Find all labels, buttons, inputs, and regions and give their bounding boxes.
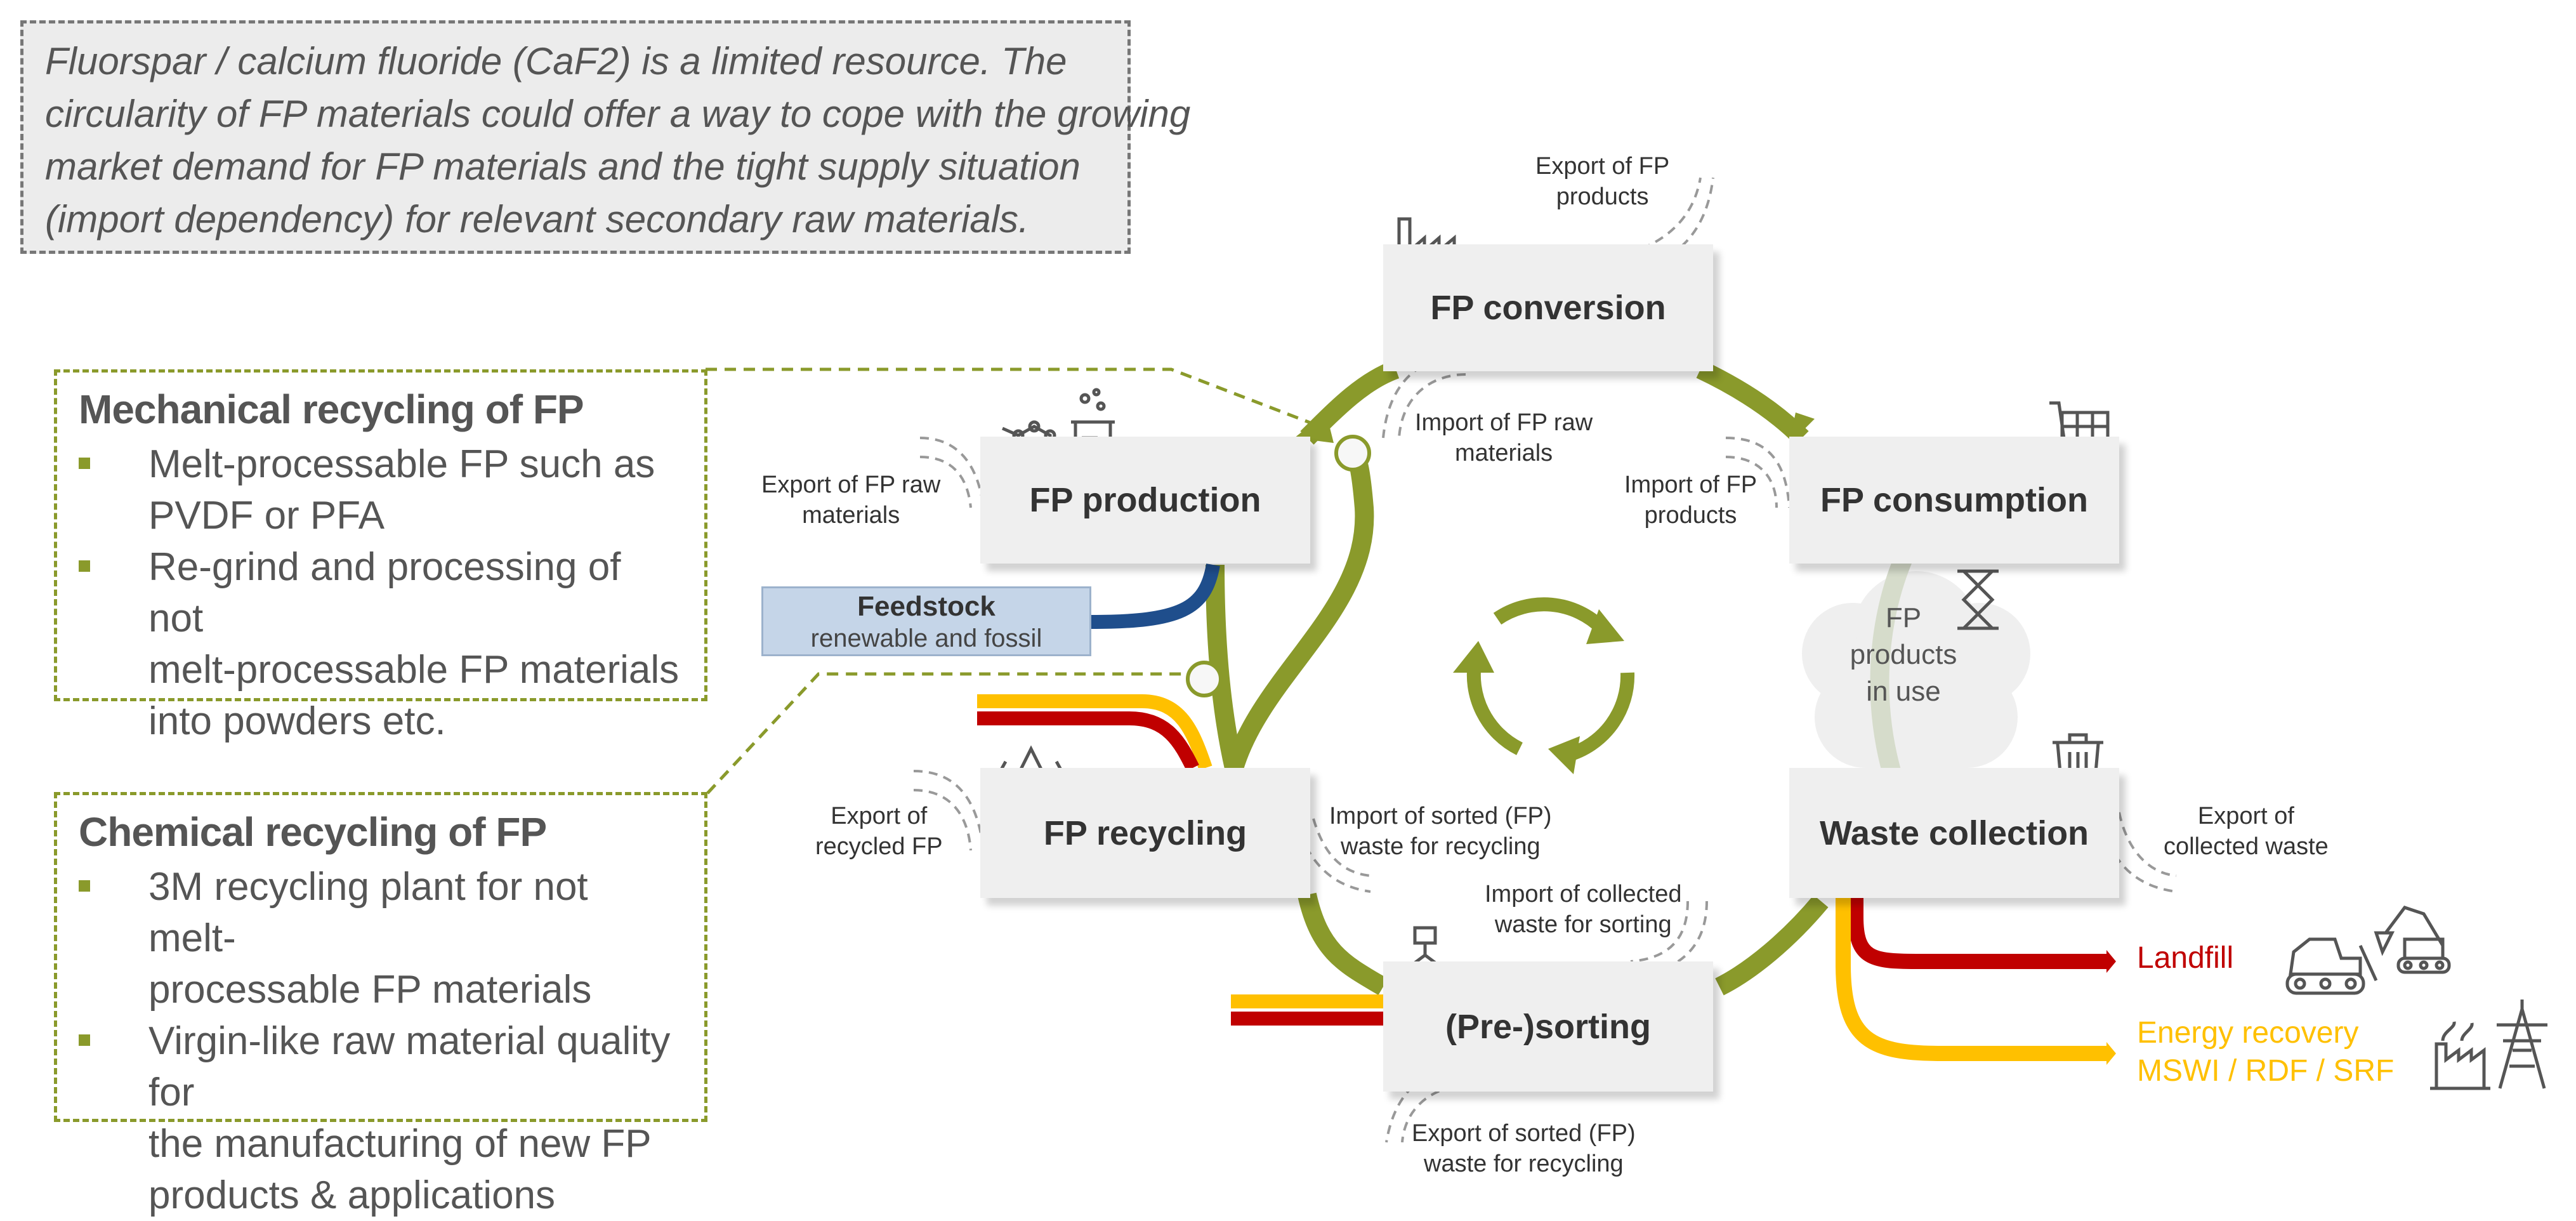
intro-note: Fluorspar / calcium fluoride (CaF2) is a… <box>20 20 1191 254</box>
list-item: Melt-processable FP such as PVDF or PFA <box>79 439 683 541</box>
stage-fp-consumption: FP consumption <box>1789 437 2119 564</box>
junction-circle-lower <box>1186 661 1223 697</box>
bullet-icon <box>79 560 90 572</box>
stage-waste-collection: Waste collection <box>1789 768 2119 898</box>
energy-recovery-sublabel: MSWI / RDF / SRF <box>2137 1054 2395 1088</box>
in-use-label: FP products in use <box>1850 602 1957 707</box>
list-item: Virgin-like raw material quality for the… <box>79 1015 683 1221</box>
junction-circle-upper <box>1334 435 1371 472</box>
feedstock-subtitle: renewable and fossil <box>810 624 1042 652</box>
label-import-collected: Import of collected waste for sorting <box>1485 881 1682 938</box>
stage-label: FP production <box>1029 481 1261 519</box>
landfill-label: Landfill <box>2137 941 2234 975</box>
stage-fp-production: FP production <box>980 437 1310 564</box>
label-export-fp-products: Export of FP products <box>1535 153 1670 210</box>
feedstock-flow-line <box>1091 563 1220 629</box>
label-export-collected: Export of collected waste <box>2164 803 2329 860</box>
stage-label: (Pre-)sorting <box>1445 1007 1651 1046</box>
stage-fp-recycling: FP recycling <box>980 768 1310 898</box>
stage-label: FP recycling <box>1043 814 1247 852</box>
energy-flow-line <box>1836 898 2106 1061</box>
feedstock-title: Feedstock <box>857 591 996 622</box>
arrowhead-to-consumption <box>1789 412 1815 444</box>
power-plant-icon <box>2430 1021 2490 1090</box>
list-item: Re-grind and processing of not melt-proc… <box>79 541 683 747</box>
label-export-recycled: Export of recycled FP <box>815 803 943 860</box>
excavator-icon <box>2374 906 2451 974</box>
hourglass-icon <box>1957 569 1999 630</box>
mechanical-recycling-list: Melt-processable FP such as PVDF or PFA … <box>79 439 683 747</box>
stage-pre-sorting: (Pre-)sorting <box>1383 961 1713 1092</box>
chemical-recycling-title: Chemical recycling of FP <box>79 809 547 855</box>
energy-recovery-label: Energy recovery <box>2137 1016 2359 1050</box>
feedstock-box: Feedstock renewable and fossil <box>761 586 1091 656</box>
in-use-cloud <box>1802 571 2030 800</box>
circular-arrows-icon <box>1466 597 1635 762</box>
cycle-recycling-production <box>1206 564 1244 770</box>
label-import-fp-products: Import of FP products <box>1624 472 1758 529</box>
chemical-recycling-box: Chemical recycling of FP 3M recycling pl… <box>54 792 707 1217</box>
stage-label: Waste collection <box>1819 814 2089 852</box>
mechanical-recycling-box: Mechanical recycling of FP Melt-processa… <box>54 369 707 743</box>
recycling-input-yellow <box>977 694 1212 770</box>
flow-diagram-graphics <box>706 177 2547 1143</box>
bulldozer-icon <box>2285 937 2378 995</box>
mechanical-recycling-title: Mechanical recycling of FP <box>79 386 584 432</box>
cycle-sorting-recycling <box>1298 892 1388 995</box>
bullet-icon <box>79 458 90 469</box>
mechanical-leader-line <box>706 367 1314 426</box>
cycle-waste-sorting <box>1715 895 1829 996</box>
label-import-sorted: Import of sorted (FP) waste for recyclin… <box>1329 803 1552 860</box>
recycling-input-red <box>977 711 1199 771</box>
pylon-icon <box>2497 1000 2547 1089</box>
arrowhead-to-conversion <box>1294 412 1334 443</box>
landfill-flow-line <box>1848 898 2106 969</box>
stage-label: FP consumption <box>1820 481 2088 519</box>
label-import-fp-raw: Import of FP raw materials <box>1415 409 1593 466</box>
chemical-leader-line <box>706 672 1186 795</box>
cycle-conversion-consumption <box>1696 360 1809 445</box>
label-export-fp-raw: Export of FP raw materials <box>761 472 941 529</box>
stage-label: FP conversion <box>1430 289 1666 327</box>
stage-fp-conversion: FP conversion <box>1383 244 1713 371</box>
intro-line: circularity of FP materials could offer … <box>45 93 1191 135</box>
intro-line: Fluorspar / calcium fluoride (CaF2) is a… <box>45 40 1067 82</box>
bullet-icon <box>79 880 90 892</box>
chemical-recycling-list: 3M recycling plant for not melt- process… <box>79 861 683 1221</box>
bullet-icon <box>79 1034 90 1046</box>
intro-line: market demand for FP materials and the t… <box>45 145 1081 188</box>
list-item: 3M recycling plant for not melt- process… <box>79 861 683 1015</box>
label-export-sorted: Export of sorted (FP) waste for recyclin… <box>1412 1120 1636 1177</box>
intro-line: (import dependency) for relevant seconda… <box>45 198 1029 241</box>
